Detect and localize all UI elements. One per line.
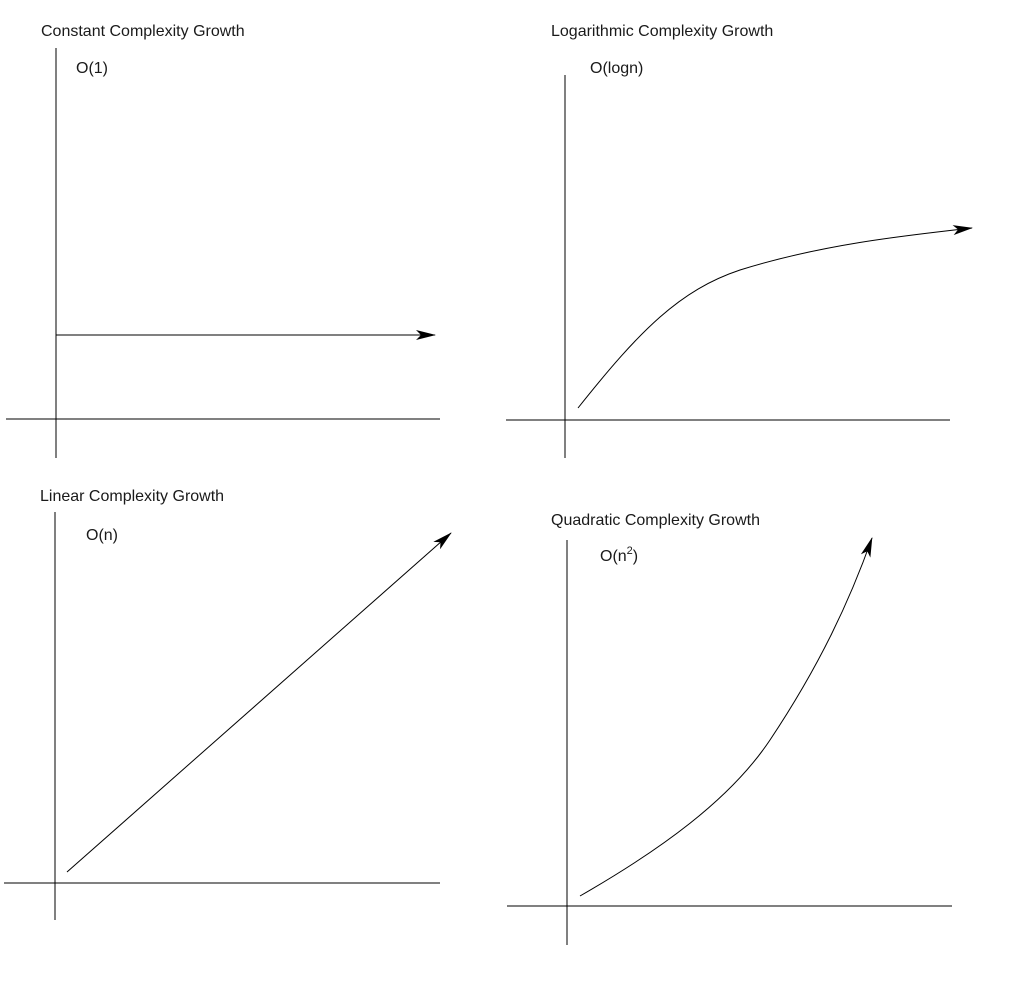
quadratic-growth-curve [579, 537, 873, 897]
quadratic-label-exponent: 2 [627, 545, 633, 557]
constant-function-label: O(1) [76, 60, 108, 77]
quadratic-label-close: ) [633, 548, 638, 565]
linear-title: Linear Complexity Growth [40, 488, 224, 505]
logarithmic-panel: Logarithmic Complexity Growth O(logn) [506, 23, 973, 458]
quadratic-panel: Quadratic Complexity Growth O(n2) [507, 512, 952, 945]
logarithmic-function-label: O(logn) [590, 60, 643, 77]
quadratic-function-label: O(n2) [600, 545, 638, 565]
constant-panel: Constant Complexity Growth O(1) [6, 23, 440, 458]
logarithmic-growth-curve [577, 225, 973, 409]
quadratic-label-base: O(n [600, 548, 627, 565]
linear-panel: Linear Complexity Growth O(n) [4, 488, 452, 920]
quadratic-title: Quadratic Complexity Growth [551, 512, 760, 529]
logarithmic-title: Logarithmic Complexity Growth [551, 23, 773, 40]
constant-title: Constant Complexity Growth [41, 23, 245, 40]
linear-function-label: O(n) [86, 527, 118, 544]
linear-growth-arrow [66, 532, 452, 873]
